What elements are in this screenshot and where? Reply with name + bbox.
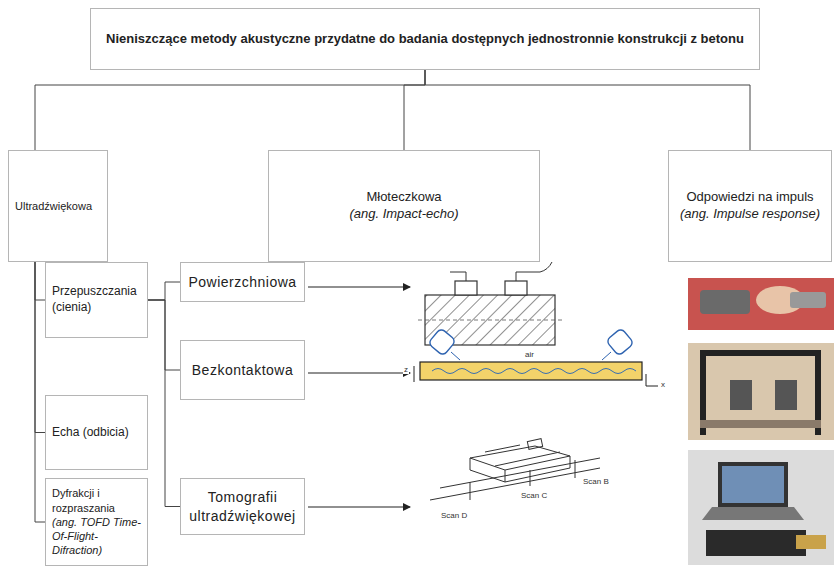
box-heading: Powierzchniowa (187, 273, 298, 291)
title-box: Nieniszczące metody akustyczne przydatne… (90, 8, 760, 70)
scan-label: Scan D (440, 512, 468, 520)
method-box: Odpowiedzi na impuls(ang. Impulse respon… (668, 150, 832, 262)
method-box: Ultradźwiękowa (8, 150, 108, 262)
box-subtext: (ang. TOFD Time-Of-Flight-Difraction) (52, 515, 141, 558)
tree-connector (35, 262, 45, 433)
technique-box: Powierzchniowa (180, 262, 305, 302)
variant-box: Przepuszczania (cienia) (45, 262, 148, 338)
tree-connector (35, 70, 425, 150)
axis-label: x (660, 381, 666, 389)
tree-connector (148, 300, 180, 507)
box-heading: Przepuszczania (cienia) (52, 284, 141, 315)
pointer-arrows (308, 287, 410, 507)
tree-connector (425, 70, 750, 150)
box-heading: Młoteczkowa (275, 189, 533, 206)
box-heading: Ultradźwiękowa (15, 199, 101, 213)
box-heading: Tomografii ultradźwiękowej (187, 488, 298, 524)
tree-connector (148, 282, 180, 300)
box-heading: Bezkontaktowa (187, 361, 298, 379)
tree-connector (35, 262, 45, 522)
box-heading: Nieniszczące metody akustyczne przydatne… (97, 31, 753, 48)
box-heading: Odpowiedzi na impuls (675, 189, 825, 206)
technique-box: Bezkontaktowa (180, 340, 305, 400)
medium-label: air (524, 351, 535, 359)
non-contact-figure (414, 328, 658, 386)
tree-connector (35, 262, 45, 300)
scan-label: Scan B (582, 478, 610, 486)
photo-impulse-hammer (688, 278, 834, 330)
box-subtext: (ang. Impact-echo) (275, 206, 533, 223)
technique-box: Tomografii ultradźwiękowej (180, 478, 305, 535)
photo-test-stand (688, 343, 834, 440)
scan-label: Scan C (520, 492, 548, 500)
tree-connector (404, 70, 425, 150)
tree-connector (148, 300, 180, 370)
axis-label: z (403, 366, 409, 374)
box-heading: Echa (odbicia) (52, 425, 141, 441)
method-box: Młoteczkowa(ang. Impact-echo) (268, 150, 540, 262)
variant-box: Dyfrakcji i rozpraszania(ang. TOFD Time-… (45, 478, 148, 566)
tomography-figure (430, 439, 600, 500)
box-heading: Dyfrakcji i rozpraszania (52, 486, 141, 515)
box-subtext: (ang. Impulse response) (675, 206, 825, 223)
photo-laptop-scanner (688, 450, 834, 565)
variant-box: Echa (odbicia) (45, 395, 148, 470)
